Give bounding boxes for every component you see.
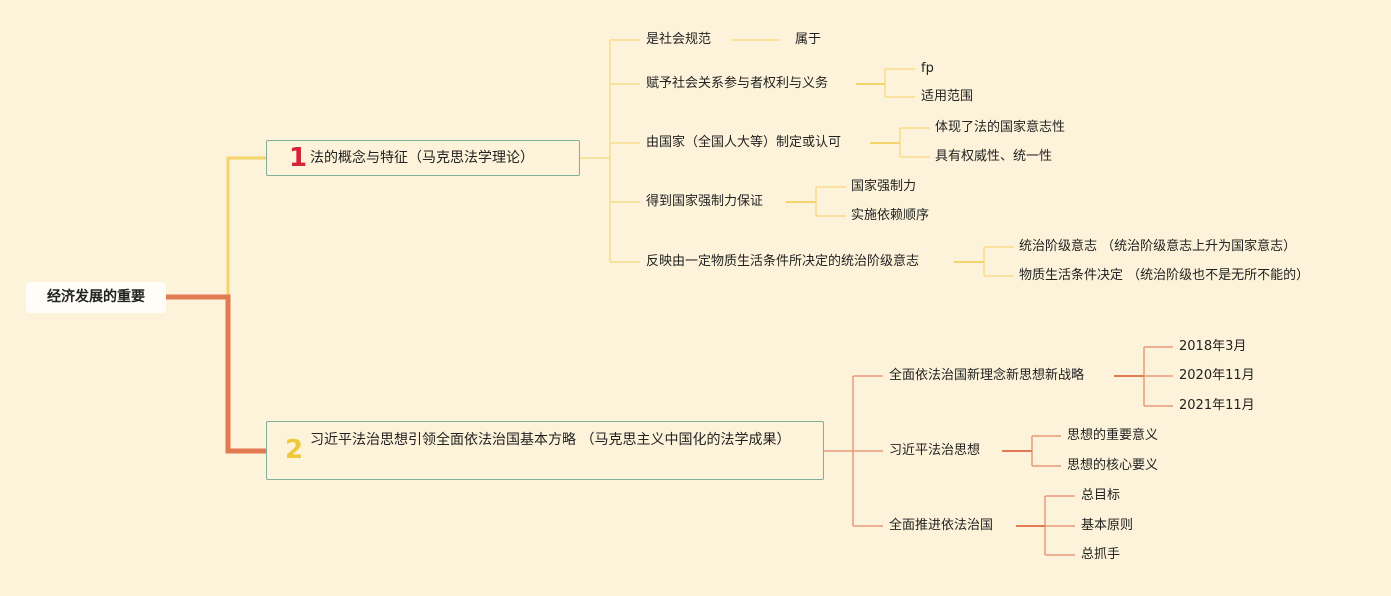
subtopic-ruling-class-will[interactable]: 反映由一定物质生活条件所决定的统治阶级意志	[646, 254, 920, 269]
leaf-core-essence[interactable]: 思想的核心要义	[1067, 458, 1159, 473]
leaf-fp[interactable]: fp	[921, 61, 934, 76]
topic-label-2: 习近平法治思想引领全面依法治国基本方略 （马克思主义中国化的法学成果）	[310, 432, 791, 448]
subtopic-coercive-force[interactable]: 得到国家强制力保证	[646, 194, 764, 209]
subtopic-social-norm[interactable]: 是社会规范	[646, 32, 712, 47]
subtopic-rights-duties[interactable]: 赋予社会关系参与者权利与义务	[646, 76, 829, 91]
number-1-badge: 1	[289, 143, 308, 173]
subtopic-xi-rule-of-law[interactable]: 习近平法治思想	[889, 443, 981, 458]
leaf-implementation-order[interactable]: 实施依赖顺序	[851, 208, 930, 223]
subtopic-new-strategy[interactable]: 全面依法治国新理念新思想新战略	[889, 368, 1085, 383]
root-node[interactable]: 经济发展的重要	[26, 282, 166, 313]
leaf-state-will[interactable]: 体现了法的国家意志性	[935, 120, 1066, 135]
leaf-2018-03[interactable]: 2018年3月	[1179, 339, 1247, 354]
subtopic-state-made[interactable]: 由国家（全国人大等）制定或认可	[646, 135, 842, 150]
leaf-general-goal[interactable]: 总目标	[1081, 488, 1121, 503]
leaf-material-conditions[interactable]: 物质生活条件决定 （统治阶级也不是无所不能的）	[1019, 268, 1310, 283]
number-2-badge: 2	[285, 435, 304, 465]
leaf-state-force[interactable]: 国家强制力	[851, 179, 917, 194]
leaf-key-lever[interactable]: 总抓手	[1081, 547, 1121, 562]
leaf-scope[interactable]: 适用范围	[921, 89, 974, 104]
subtopic-comprehensive-advance[interactable]: 全面推进依法治国	[889, 518, 994, 533]
leaf-2020-11[interactable]: 2020年11月	[1179, 368, 1255, 383]
leaf-2021-11[interactable]: 2021年11月	[1179, 398, 1255, 413]
topic-node-1[interactable]: 1 法的概念与特征（马克思法学理论）	[266, 140, 580, 176]
topic-node-2[interactable]: 2 习近平法治思想引领全面依法治国基本方略 （马克思主义中国化的法学成果）	[266, 421, 824, 480]
leaf-basic-principles[interactable]: 基本原则	[1081, 518, 1134, 533]
leaf-significance[interactable]: 思想的重要意义	[1067, 428, 1159, 443]
leaf-ruling-class-will[interactable]: 统治阶级意志 （统治阶级意志上升为国家意志）	[1019, 239, 1297, 254]
leaf-authority[interactable]: 具有权威性、统一性	[935, 149, 1053, 164]
leaf-belongs[interactable]: 属于	[795, 32, 822, 47]
topic-label-1: 法的概念与特征（马克思法学理论）	[310, 150, 534, 166]
